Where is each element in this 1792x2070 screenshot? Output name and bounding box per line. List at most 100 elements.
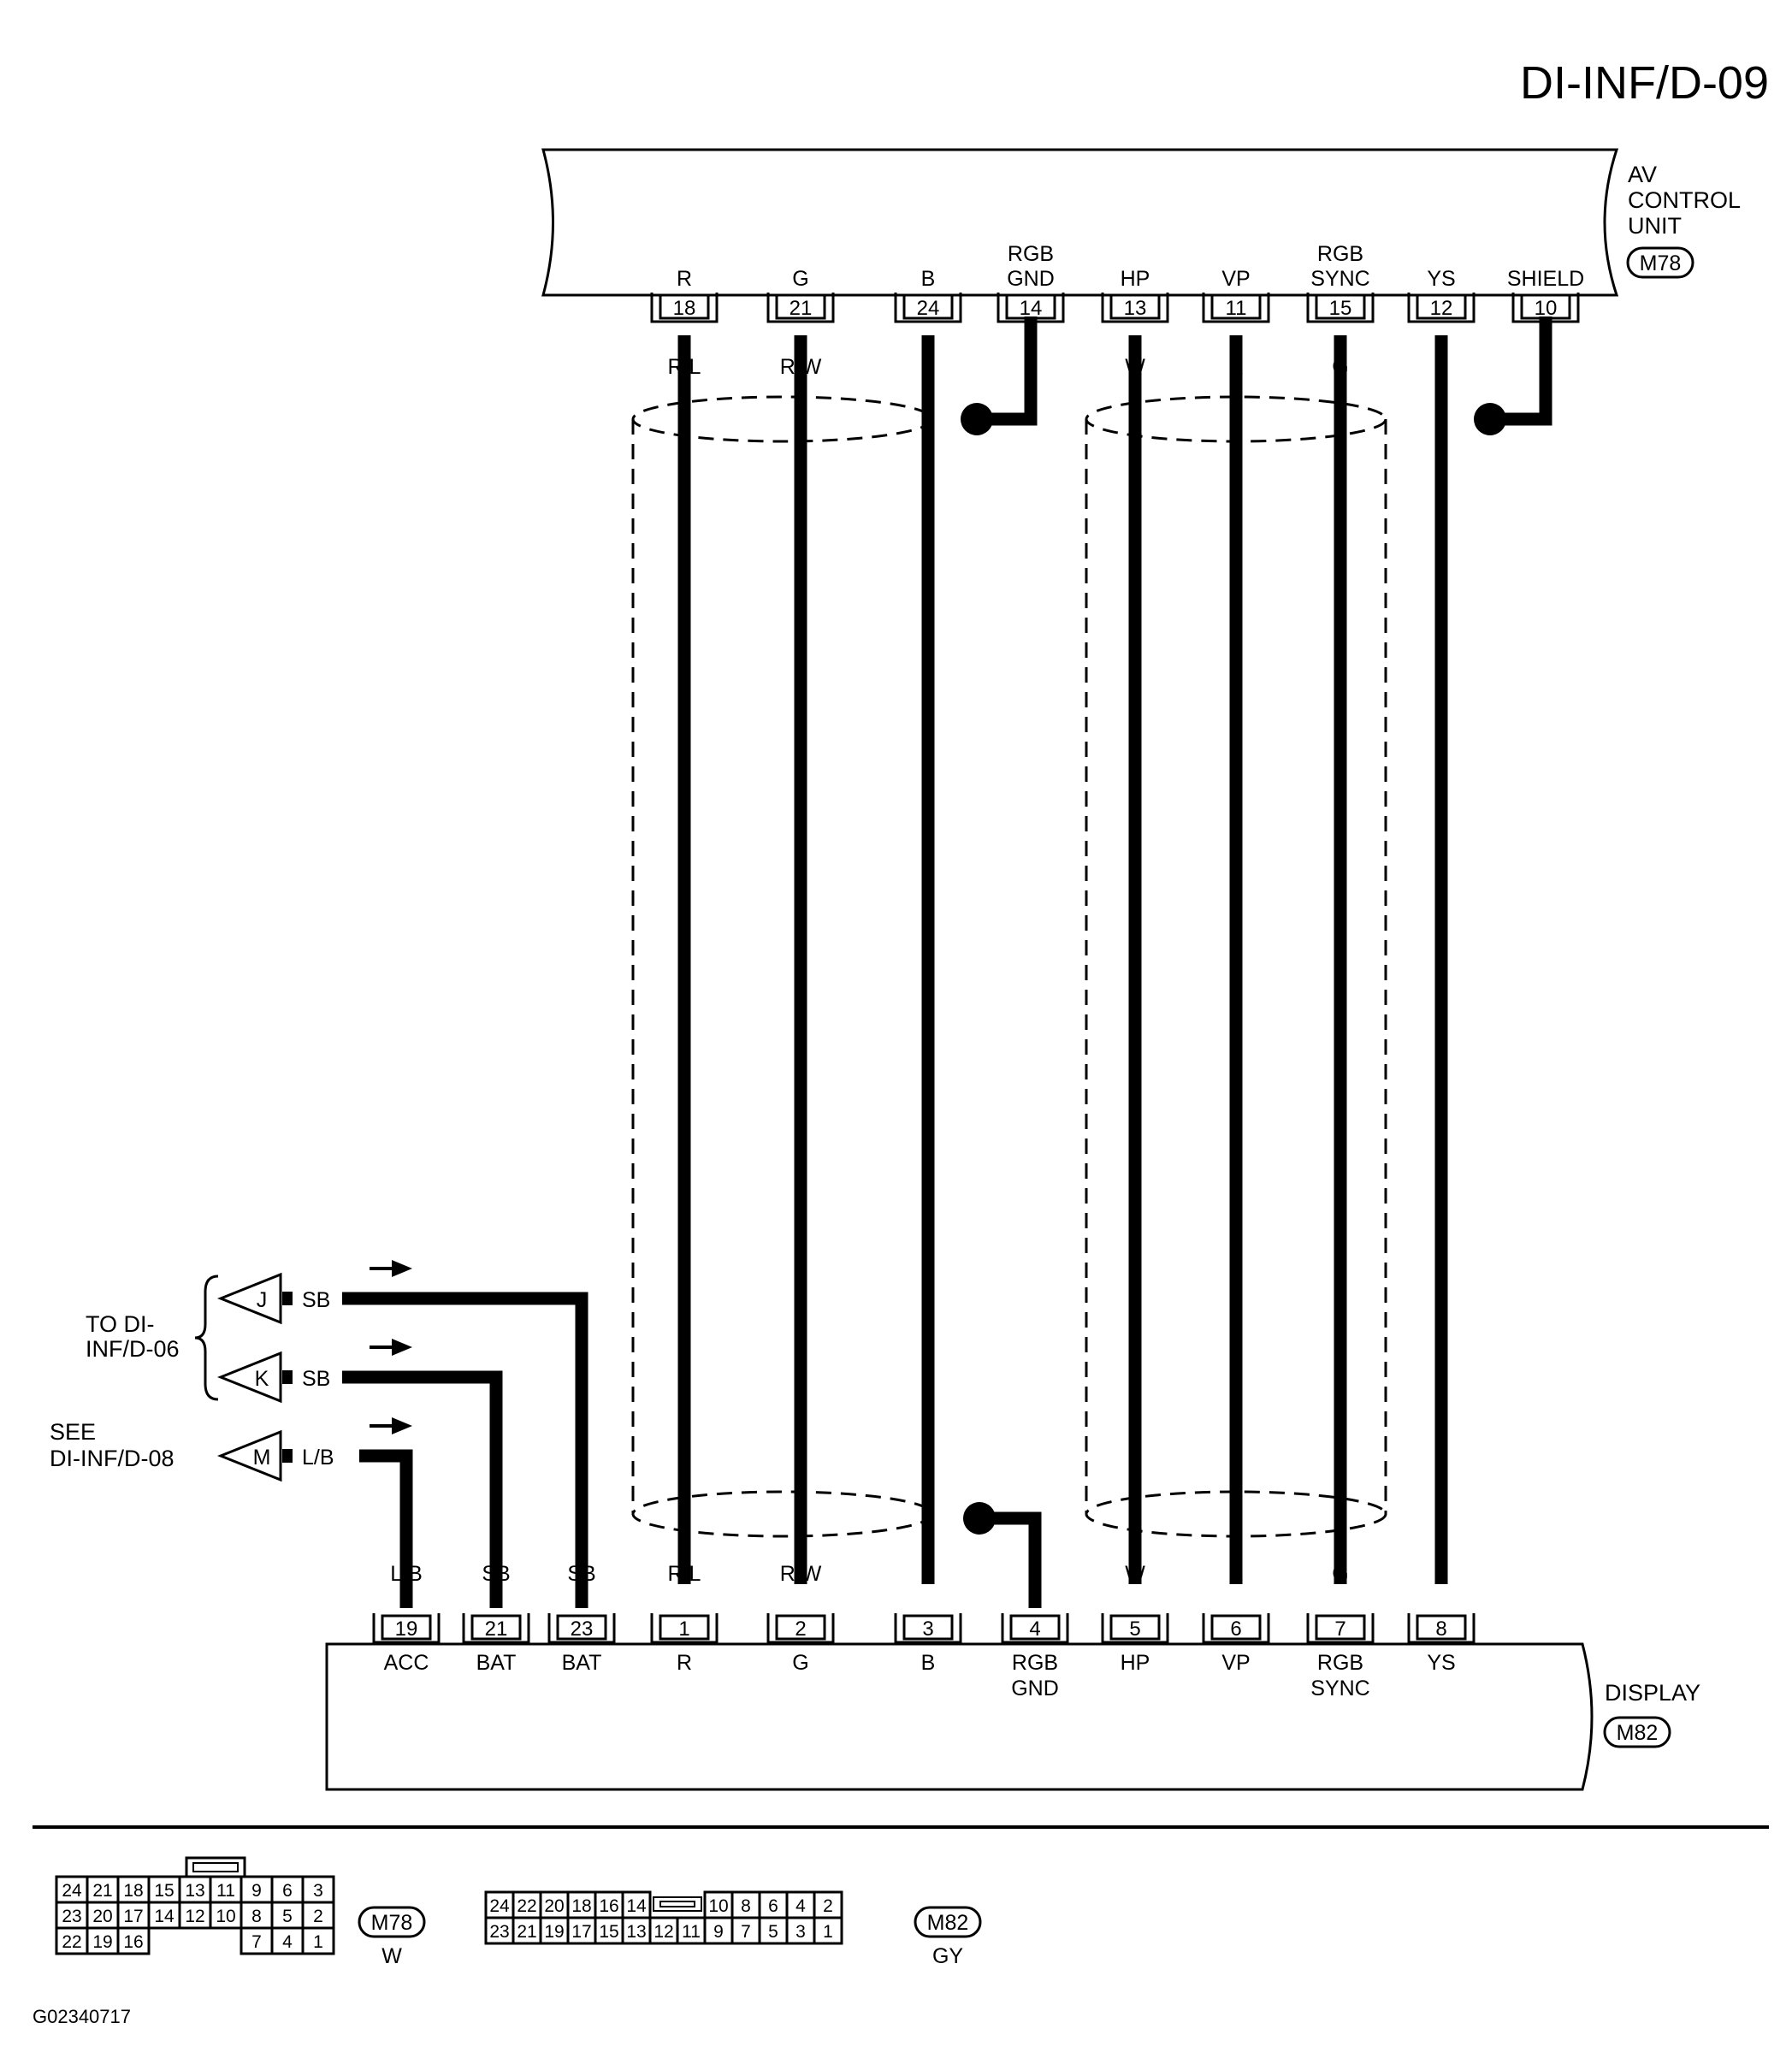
terminal-pin: 21 bbox=[462, 1613, 530, 1644]
terminal-label: BAT bbox=[476, 1651, 517, 1675]
pin-number: 4 bbox=[1029, 1618, 1040, 1641]
display-unit: DISPLAY M82 bbox=[325, 1642, 1700, 1791]
cavity-number: 14 bbox=[154, 1907, 174, 1926]
pin-number: 19 bbox=[395, 1618, 418, 1641]
cavity: 11 bbox=[209, 1875, 243, 1904]
cavity: 4 bbox=[785, 1890, 816, 1919]
offpage-letter: K bbox=[255, 1367, 269, 1391]
cavity: 10 bbox=[703, 1890, 734, 1919]
direction-arrow-icon bbox=[370, 1339, 412, 1356]
pin-number: 24 bbox=[917, 297, 940, 320]
terminal-label: VP bbox=[1221, 1651, 1250, 1675]
terminal-pin: 8 bbox=[1407, 1613, 1476, 1644]
display-terminal-6: R 6VP bbox=[1202, 1562, 1270, 1675]
terminal-label: SYNC bbox=[1310, 267, 1369, 291]
cavity-number: 23 bbox=[62, 1907, 81, 1926]
cavity-number: 12 bbox=[185, 1907, 204, 1926]
av-unit-connector-badge: M78 bbox=[1626, 246, 1694, 279]
display-unit-name: DISPLAY bbox=[1605, 1680, 1700, 1706]
terminal-pin: 11 bbox=[1202, 293, 1270, 323]
av-unit-name-line-2: CONTROL bbox=[1628, 187, 1741, 213]
offpage-wire-color: L/B bbox=[302, 1446, 334, 1470]
cavity-number: 4 bbox=[282, 1932, 293, 1952]
cavity: 18 bbox=[116, 1875, 151, 1904]
cavity: 22 bbox=[55, 1926, 89, 1955]
cavity: 7 bbox=[730, 1916, 761, 1945]
cavity: 23 bbox=[484, 1916, 515, 1945]
pin-number: 13 bbox=[1124, 297, 1147, 320]
av-unit-name-line-3: UNIT bbox=[1628, 213, 1682, 239]
cavity: 15 bbox=[594, 1916, 624, 1945]
wire-color: L/B bbox=[390, 1562, 423, 1586]
pin-number: 11 bbox=[1226, 297, 1247, 320]
to-bracket bbox=[194, 1275, 219, 1401]
shield-drain-wires bbox=[961, 316, 1552, 1608]
terminal-label: YS bbox=[1427, 1651, 1455, 1675]
pin-number: 6 bbox=[1230, 1618, 1241, 1641]
cavity: 1 bbox=[813, 1916, 843, 1945]
cavity: 8 bbox=[730, 1890, 761, 1919]
terminal-label: R bbox=[677, 1651, 692, 1675]
terminal-label: SYNC bbox=[1310, 1677, 1369, 1700]
cavity: 13 bbox=[178, 1875, 212, 1904]
terminal-label: RGB bbox=[1317, 1651, 1363, 1675]
wire-color: R/L bbox=[668, 1562, 701, 1586]
cavity: 18 bbox=[566, 1890, 597, 1919]
cavity: 16 bbox=[594, 1890, 624, 1919]
cavity: 16 bbox=[116, 1926, 151, 1955]
wire-color: W bbox=[1125, 1562, 1145, 1586]
cavity: 1 bbox=[301, 1926, 335, 1955]
pin-number: 8 bbox=[1435, 1618, 1446, 1641]
cavity-number: 13 bbox=[626, 1922, 646, 1942]
cavity: 12 bbox=[178, 1901, 212, 1930]
cavity-number: 22 bbox=[62, 1932, 81, 1952]
pin-number: 3 bbox=[922, 1618, 933, 1641]
cavity-number: 18 bbox=[123, 1881, 143, 1901]
pin-number: 10 bbox=[1535, 297, 1558, 320]
m82-view-color: GY bbox=[932, 1944, 963, 1968]
cavity-number: 21 bbox=[517, 1922, 536, 1942]
signal-wires bbox=[677, 335, 1448, 1584]
terminal-label: BAT bbox=[562, 1651, 602, 1675]
cavity: 19 bbox=[86, 1926, 120, 1955]
cavity-number: 11 bbox=[682, 1922, 701, 1942]
terminal-pin: 24 bbox=[894, 293, 962, 323]
cavity: 11 bbox=[676, 1916, 707, 1945]
pin-number: 21 bbox=[485, 1618, 508, 1641]
offpage-wire-color: SB bbox=[302, 1288, 330, 1312]
wire-color: R/W bbox=[780, 1562, 822, 1586]
cavity: 22 bbox=[512, 1890, 542, 1919]
cavity: 4 bbox=[270, 1926, 305, 1955]
terminal-pin: 7 bbox=[1306, 1613, 1375, 1644]
cavity: 14 bbox=[621, 1890, 652, 1919]
terminal-label: GND bbox=[1007, 267, 1055, 291]
wire-color: R bbox=[1228, 1562, 1244, 1586]
terminal-pin: 12 bbox=[1407, 293, 1476, 323]
offpage-wires bbox=[342, 1292, 588, 1608]
figure-code: G02340717 bbox=[33, 2006, 131, 2027]
cavity: 5 bbox=[270, 1901, 305, 1930]
terminal-label: R bbox=[677, 267, 692, 291]
wire-color: SB bbox=[482, 1562, 510, 1586]
wire-color: G bbox=[1332, 1562, 1348, 1586]
wire-color: SB bbox=[567, 1562, 595, 1586]
cavity-number: 22 bbox=[517, 1896, 536, 1916]
cavity-number: 6 bbox=[768, 1896, 778, 1916]
cavity-number: 8 bbox=[741, 1896, 751, 1916]
av-unit-name-line-1: AV bbox=[1628, 162, 1657, 187]
cavity: 20 bbox=[86, 1901, 120, 1930]
cavity: 23 bbox=[55, 1901, 89, 1930]
display-terminal-3: B3B bbox=[894, 1562, 962, 1675]
cavity-number: 5 bbox=[768, 1922, 778, 1942]
cavity: 20 bbox=[539, 1890, 570, 1919]
page-id: DI-INF/D-09 bbox=[1520, 57, 1769, 109]
terminal-label: GND bbox=[1011, 1677, 1059, 1700]
